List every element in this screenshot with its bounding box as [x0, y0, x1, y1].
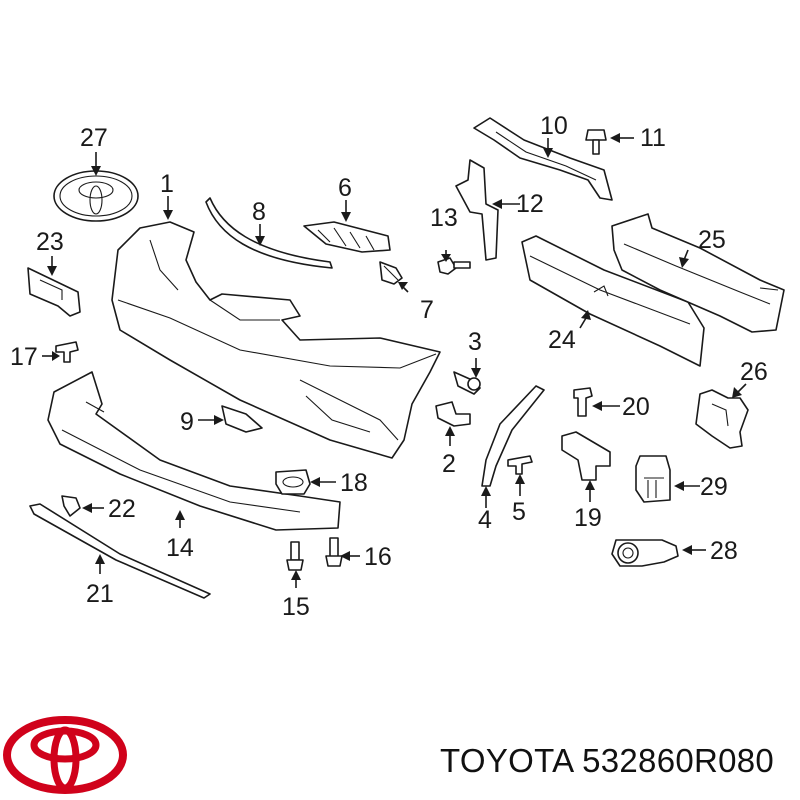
part-18-ring — [275, 469, 311, 495]
part-14-lower-spoiler — [47, 371, 341, 531]
part-29-sensor-housing — [635, 455, 671, 503]
callout-17: 17 — [10, 343, 38, 371]
callout-7: 7 — [420, 296, 434, 324]
part-7-bolt — [379, 261, 403, 285]
callout-6: 6 — [338, 174, 352, 202]
callout-4: 4 — [478, 506, 492, 534]
callout-2: 2 — [442, 450, 456, 478]
callout-11: 11 — [640, 124, 666, 152]
callout-labels: 27 1 8 6 23 17 7 13 12 10 11 25 24 26 20… — [10, 112, 768, 621]
callout-29: 29 — [700, 473, 728, 501]
callout-22: 22 — [108, 495, 136, 523]
part-24-absorber — [521, 235, 705, 367]
part-15-screw — [286, 541, 304, 571]
part-16-screw — [325, 537, 343, 567]
callout-26: 26 — [740, 358, 768, 386]
part-3-bolt — [453, 371, 481, 395]
callout-27: 27 — [80, 124, 108, 152]
part-5-clip — [507, 455, 533, 475]
callout-15: 15 — [282, 593, 310, 621]
callout-8: 8 — [252, 198, 266, 226]
part-11-screw — [585, 129, 607, 155]
callout-20: 20 — [622, 393, 650, 421]
part-25-reinforcement — [611, 213, 785, 333]
part-2-clip — [435, 401, 471, 427]
callout-14: 14 — [166, 534, 194, 562]
callout-13: 13 — [430, 204, 458, 232]
callout-12: 12 — [516, 190, 544, 218]
part-number-caption: TOYOTA 532860R080 — [440, 742, 775, 779]
part-26-bracket — [695, 389, 749, 449]
part-6-grille — [303, 221, 391, 253]
part-19-bracket — [561, 431, 611, 481]
part-23-bracket — [27, 267, 81, 317]
callout-5: 5 — [512, 498, 526, 526]
callout-19: 19 — [574, 504, 602, 532]
callout-9: 9 — [180, 408, 194, 436]
callout-23: 23 — [36, 228, 64, 256]
callout-25: 25 — [698, 226, 726, 254]
part-8-molding — [205, 197, 333, 269]
part-27-emblem — [53, 170, 139, 222]
callout-21: 21 — [86, 580, 114, 608]
part-12-side-bracket — [455, 159, 499, 261]
part-20-clip — [573, 387, 593, 417]
callout-18: 18 — [340, 469, 368, 497]
part-9-clip — [221, 405, 263, 433]
part-13-bolt — [437, 257, 471, 275]
callout-16: 16 — [364, 543, 392, 571]
leader-arrows — [42, 133, 747, 588]
callout-28: 28 — [710, 537, 738, 565]
part-4-side-strip — [481, 385, 545, 487]
part-28-sensor — [611, 539, 679, 567]
toyota-logo — [3, 716, 127, 794]
callout-1: 1 — [160, 170, 174, 198]
callout-3: 3 — [468, 328, 482, 356]
callout-10: 10 — [540, 112, 568, 140]
callout-24: 24 — [548, 326, 576, 354]
part-10-upper-bracket — [473, 117, 613, 201]
part-21-lower-strip — [29, 503, 211, 599]
part-17-clip — [55, 341, 79, 363]
part-1-bumper-cover — [111, 221, 441, 459]
part-22-pin — [61, 495, 81, 517]
